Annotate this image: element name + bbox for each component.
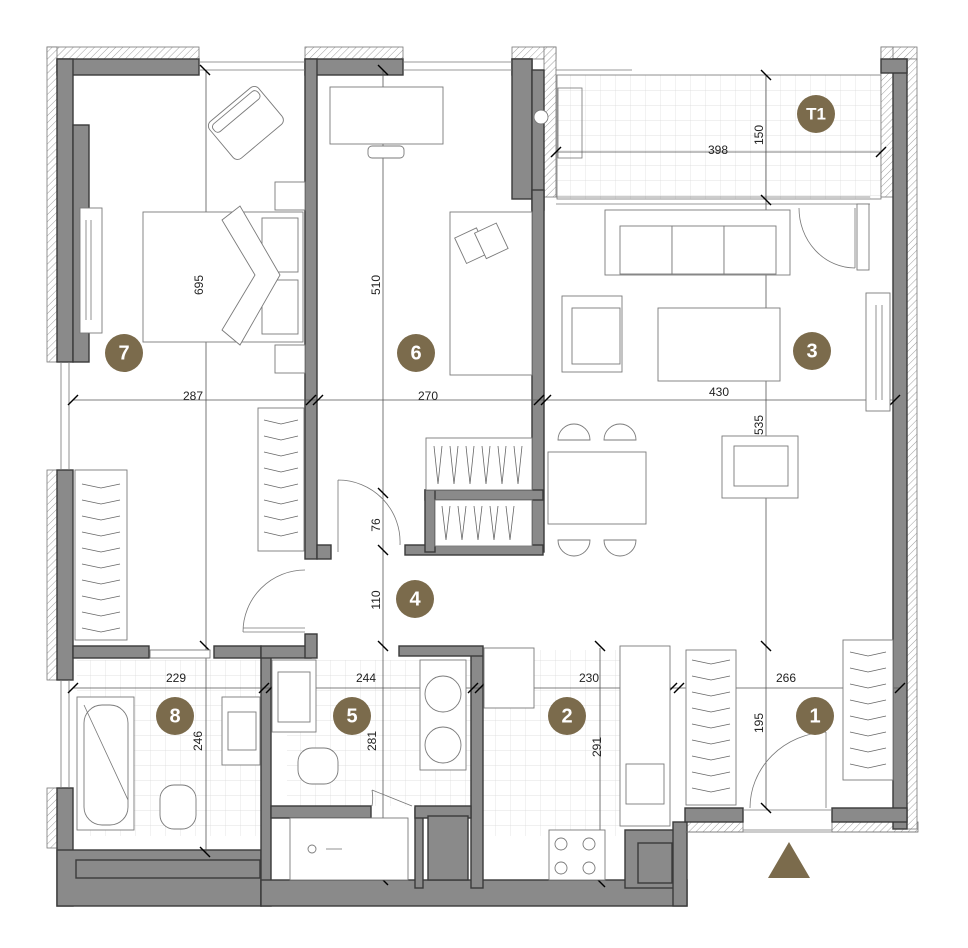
dim-287: 287 xyxy=(183,389,203,403)
room-5-label: 5 xyxy=(346,705,357,727)
room-3-badge-circle xyxy=(793,332,831,370)
dim-270: 270 xyxy=(418,389,438,403)
room-1-furniture xyxy=(685,639,894,809)
room-6-furniture xyxy=(329,86,533,552)
dim-110: 110 xyxy=(369,590,383,609)
dim-246: 246 xyxy=(191,731,205,751)
terrace-t1 xyxy=(556,69,882,200)
room-1-label: 1 xyxy=(809,705,820,727)
room-3-badge: 3 xyxy=(793,332,831,370)
room-5-badge: 5 xyxy=(333,697,371,735)
room-7-badge: 7 xyxy=(105,334,143,372)
dim-266: 266 xyxy=(776,671,796,685)
dim-281: 281 xyxy=(365,731,379,751)
room-3-label: 3 xyxy=(806,340,817,362)
room-6-label: 6 xyxy=(410,342,421,364)
room-4-badge: 4 xyxy=(396,580,434,618)
room-2-label: 2 xyxy=(561,705,572,727)
dim-291: 291 xyxy=(590,737,604,757)
room-7-label: 7 xyxy=(118,342,129,364)
dim-510: 510 xyxy=(369,275,383,295)
room-2-fixtures xyxy=(483,645,671,881)
room-2-badge-circle xyxy=(548,697,586,735)
room-6-badge-circle xyxy=(397,334,435,372)
room-8-fixtures xyxy=(76,649,261,831)
room-5-badge-circle xyxy=(333,697,371,735)
room-3-furniture xyxy=(533,109,891,557)
room-7-badge-circle xyxy=(105,334,143,372)
room-8-label: 8 xyxy=(169,705,180,727)
room-8-badge-circle xyxy=(156,697,194,735)
room-2-badge: 2 xyxy=(548,697,586,735)
room-5-fixtures xyxy=(271,659,467,881)
dim-430: 430 xyxy=(709,385,729,399)
entrance-arrow-icon xyxy=(768,842,810,878)
room-1-badge: 1 xyxy=(796,697,834,735)
dim-535: 535 xyxy=(752,415,766,435)
walls xyxy=(56,58,908,907)
room-6-badge: 6 xyxy=(397,334,435,372)
dim-229: 229 xyxy=(166,671,186,685)
dim-230: 230 xyxy=(579,671,599,685)
dim-195: 195 xyxy=(752,713,766,733)
room-4-doors xyxy=(242,569,306,633)
room-t1-badge-circle xyxy=(797,95,835,133)
room-8-badge: 8 xyxy=(156,697,194,735)
room-7-furniture xyxy=(74,85,306,641)
dim-76: 76 xyxy=(369,518,383,532)
dim-398: 398 xyxy=(708,143,728,157)
room-t1-label: T1 xyxy=(806,104,826,123)
dim-695: 695 xyxy=(192,275,206,295)
room-badges: 1 2 3 4 5 6 7 8 T1 xyxy=(105,95,835,735)
room-4-badge-circle xyxy=(396,580,434,618)
room-4-label: 4 xyxy=(409,588,421,610)
room-1-badge-circle xyxy=(796,697,834,735)
dimension-ticks xyxy=(67,64,906,888)
dim-150: 150 xyxy=(752,125,766,145)
dim-244: 244 xyxy=(356,671,376,685)
windows xyxy=(60,61,918,833)
insulation-hatch xyxy=(46,46,919,849)
room-t1-badge: T1 xyxy=(797,95,835,133)
